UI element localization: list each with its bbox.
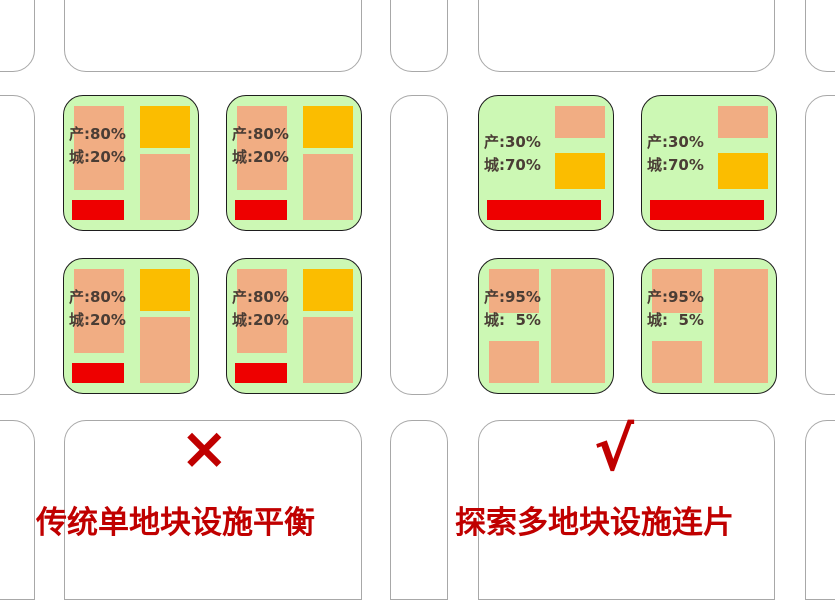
- industrial-building: [555, 153, 605, 189]
- industrial-building: [140, 269, 190, 311]
- land-plot: 产:95%城: 5%: [478, 258, 614, 394]
- right-caption: 探索多地块设施连片: [455, 505, 734, 541]
- residential-building: [551, 269, 605, 383]
- residential-building: [555, 106, 605, 138]
- residential-building: [140, 317, 190, 383]
- residential-building: [489, 269, 539, 313]
- city-block: [390, 0, 448, 72]
- residential-building: [74, 106, 124, 190]
- land-plot: 产:30%城:70%: [478, 95, 614, 231]
- ratio-label: 产:95%城: 5%: [647, 288, 704, 329]
- ratio-label: 产:80%城:20%: [232, 288, 289, 329]
- ratio-label: 产:80%城:20%: [69, 288, 126, 329]
- land-plot: 产:80%城:20%: [63, 95, 199, 231]
- residential-building: [237, 106, 287, 190]
- ratio-label: 产:80%城:20%: [69, 125, 126, 166]
- residential-building: [652, 269, 702, 313]
- ratio-label: 产:30%城:70%: [484, 133, 541, 174]
- cross-mark: ×: [180, 414, 229, 482]
- left-caption: 传统单地块设施平衡: [36, 505, 315, 541]
- city-block: [0, 95, 35, 395]
- industrial-building: [140, 106, 190, 148]
- facility-strip: [72, 363, 124, 383]
- city-block: [805, 420, 835, 600]
- city-block: [805, 95, 835, 395]
- residential-building: [140, 154, 190, 220]
- city-block: [64, 0, 362, 72]
- ratio-label: 产:95%城: 5%: [484, 288, 541, 329]
- facility-strip: [650, 200, 764, 220]
- residential-building: [718, 106, 768, 138]
- industrial-building: [718, 153, 768, 189]
- residential-building: [652, 341, 702, 383]
- facility-strip: [235, 200, 287, 220]
- land-plot: 产:80%城:20%: [226, 95, 362, 231]
- industrial-building: [303, 106, 353, 148]
- ratio-label: 产:30%城:70%: [647, 133, 704, 174]
- city-block: [478, 0, 775, 72]
- city-block: [0, 420, 35, 600]
- land-plot: 产:30%城:70%: [641, 95, 777, 231]
- land-plot: 产:80%城:20%: [63, 258, 199, 394]
- residential-building: [303, 317, 353, 383]
- city-block: [805, 0, 835, 72]
- residential-building: [237, 269, 287, 353]
- check-mark: √: [594, 415, 635, 485]
- land-plot: 产:95%城: 5%: [641, 258, 777, 394]
- city-block: [390, 420, 448, 600]
- residential-building: [74, 269, 124, 353]
- facility-strip: [235, 363, 287, 383]
- residential-building: [489, 341, 539, 383]
- residential-building: [714, 269, 768, 383]
- facility-strip: [72, 200, 124, 220]
- facility-strip: [487, 200, 601, 220]
- residential-building: [303, 154, 353, 220]
- land-plot: 产:80%城:20%: [226, 258, 362, 394]
- city-block: [390, 95, 448, 395]
- ratio-label: 产:80%城:20%: [232, 125, 289, 166]
- city-block: [0, 0, 35, 72]
- industrial-building: [303, 269, 353, 311]
